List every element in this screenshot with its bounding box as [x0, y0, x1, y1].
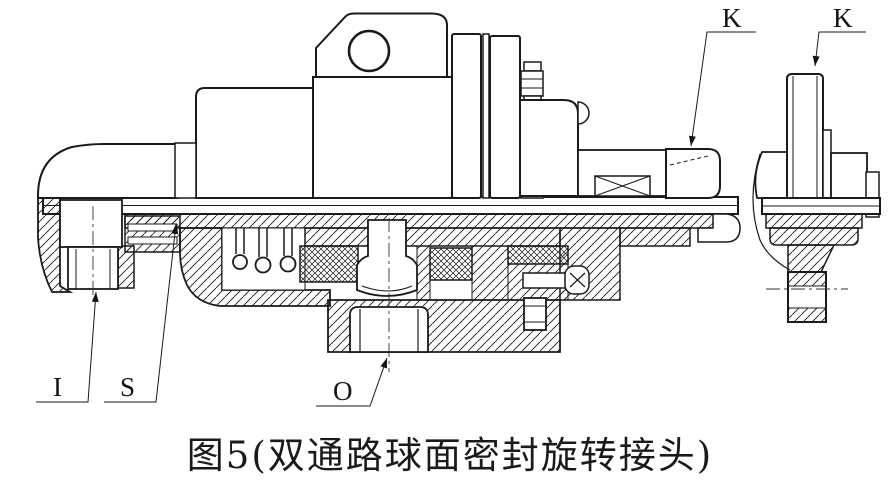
- flange-plates: [451, 33, 590, 199]
- callout-k-detail-label: K: [833, 3, 853, 33]
- callout-outlet: O: [316, 357, 388, 407]
- side-detail-view: [752, 73, 881, 323]
- end-cap: [665, 148, 721, 199]
- spherical-seal-plug: [356, 219, 418, 297]
- callout-inlet-label: I: [53, 372, 62, 402]
- elbow-top: [37, 143, 179, 199]
- callout-k-detail: K: [812, 3, 866, 67]
- main-section-view: [37, 12, 741, 372]
- upper-housing: [37, 12, 453, 199]
- bearing-cross-box: [594, 175, 651, 197]
- step-block: [519, 99, 579, 197]
- callout-seal: S: [104, 223, 179, 403]
- bolt-top: [520, 61, 544, 104]
- elbow-lower: [37, 197, 135, 293]
- centerlines: [92, 206, 390, 372]
- mounting-plate: [42, 196, 739, 215]
- plug-bump: [577, 101, 590, 125]
- callouts: K K I S O: [36, 3, 866, 407]
- lower-nut: [523, 297, 547, 331]
- callout-seal-label: S: [120, 372, 135, 402]
- callout-k-main-label: K: [722, 3, 742, 33]
- inlet-bore: [59, 199, 123, 248]
- callout-outlet-label: O: [333, 376, 353, 406]
- callout-k-main: K: [688, 3, 756, 147]
- detail-pipe: [786, 73, 832, 199]
- side-screw: [522, 265, 590, 295]
- callout-inlet: I: [36, 291, 99, 403]
- spring-pins-cavity: [221, 227, 306, 291]
- detail-plate: [761, 197, 881, 215]
- figure-caption: 图5(双通路球面密封旋转接头): [187, 434, 713, 477]
- seal-packings: [299, 245, 569, 283]
- right-fitting: [577, 148, 721, 199]
- detail-stud: [787, 271, 827, 323]
- lug-hole: [347, 29, 391, 73]
- left-wall: [179, 227, 331, 307]
- lip-seal-flange: [124, 215, 181, 253]
